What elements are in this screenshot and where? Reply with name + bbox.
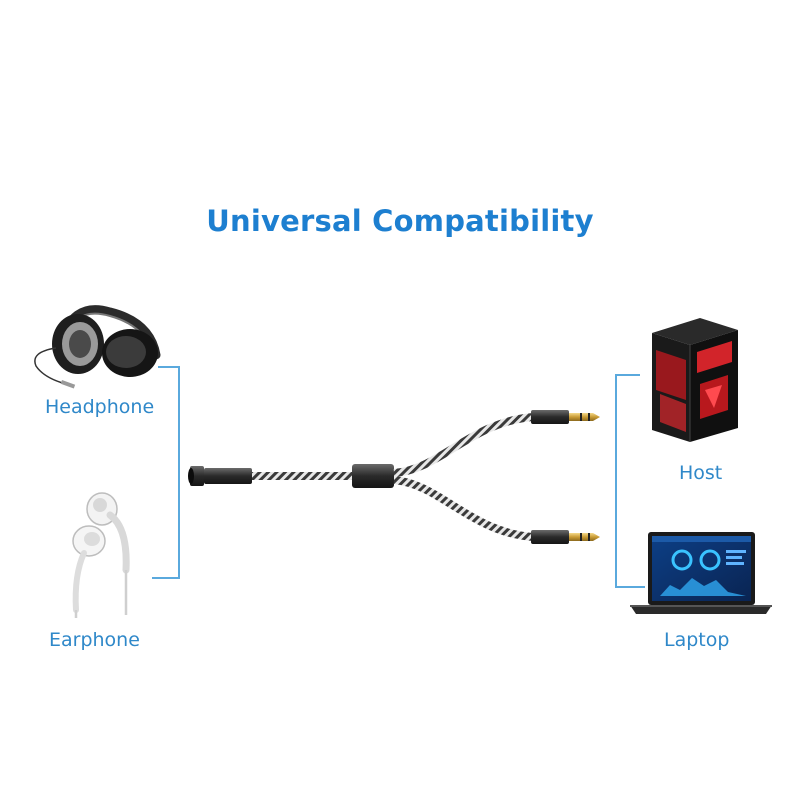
earphone-label: Earphone xyxy=(49,629,140,651)
right-bracket xyxy=(615,374,645,588)
laptop-icon xyxy=(630,532,772,614)
earphone-icon xyxy=(72,492,130,618)
desktop-tower-icon xyxy=(652,318,738,442)
host-label: Host xyxy=(679,462,723,484)
page-title: Universal Compatibility xyxy=(206,204,594,238)
headphone-icon xyxy=(34,305,161,389)
y-splitter-cable-icon xyxy=(188,410,600,544)
headphone-label: Headphone xyxy=(45,396,155,418)
laptop-label: Laptop xyxy=(664,629,730,651)
left-bracket xyxy=(152,366,180,579)
